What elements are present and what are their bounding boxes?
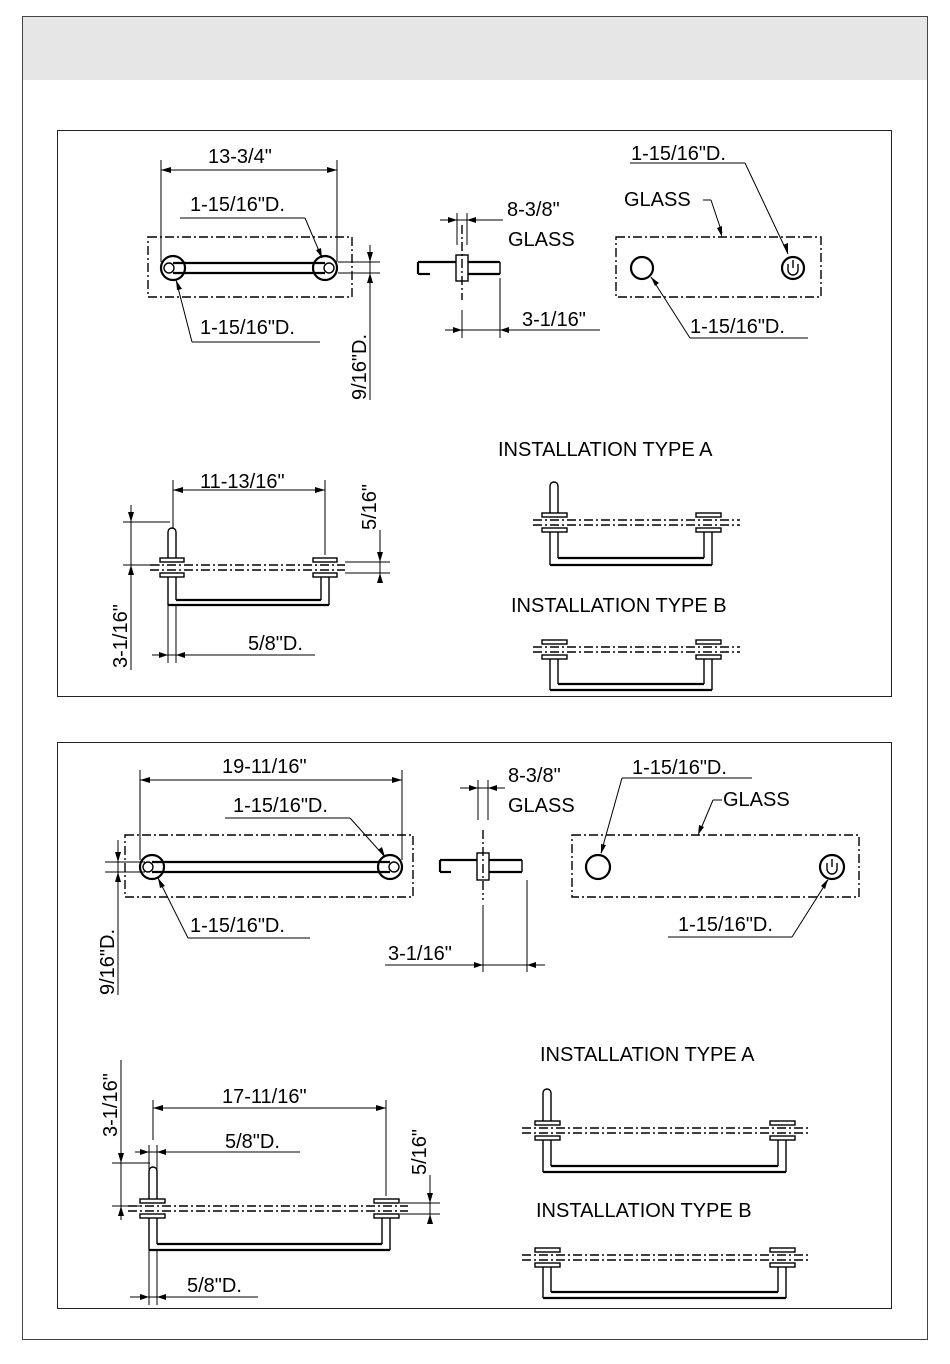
overall-width-label: 19-11/16" xyxy=(222,756,307,778)
glass-outline xyxy=(147,236,353,298)
glass-thickness-label: 8-3/8" xyxy=(508,765,561,787)
bottom-hole-dia-label: 1-15/16"D. xyxy=(190,915,285,937)
panel1-installation-a: INSTALLATION TYPE A xyxy=(498,439,740,567)
right-mount-hole xyxy=(376,853,404,881)
glass-hole-right xyxy=(780,255,806,281)
glass-label: GLASS xyxy=(508,229,575,251)
left-mount-hole xyxy=(138,853,166,881)
panel2-top-view: 19-11/16" 1-15/16"D. 1-15/16"D. 9/16"D. xyxy=(97,756,414,995)
top-hole-dia-label: 1-15/16"D. xyxy=(233,795,328,817)
glass-panel-outline xyxy=(615,236,822,298)
panel2-installation-b: INSTALLATION TYPE B xyxy=(522,1200,810,1300)
installation-b-title: INSTALLATION TYPE B xyxy=(536,1200,752,1222)
post-dia-label: 5/8"D. xyxy=(248,633,303,655)
glass-thickness-label: 8-3/8" xyxy=(507,199,560,221)
projection-label: 3-1/16" xyxy=(522,309,586,331)
installation-a-title: INSTALLATION TYPE A xyxy=(498,439,713,461)
glass-label: GLASS xyxy=(508,795,575,817)
glass-hole-left xyxy=(584,853,612,881)
glass-bottom-hole-label: 1-15/16"D. xyxy=(690,316,785,338)
glass-panel-outline xyxy=(571,834,860,898)
glass-view-label: GLASS xyxy=(723,789,790,811)
bar-dia-label: 9/16"D. xyxy=(97,929,119,995)
post-dia-bottom-label: 5/8"D. xyxy=(187,1275,242,1297)
left-mount-hole xyxy=(159,254,187,282)
page-border xyxy=(22,16,928,1340)
glass-view-label: GLASS xyxy=(624,189,691,211)
panel2-side-view: 8-3/8" GLASS 3-1/16" xyxy=(385,765,575,972)
panel2-front-view: 17-11/16" 3-1/16" 5/8"D. 5/16" 5/8"D. xyxy=(100,1060,440,1305)
overall-width-label: 13-3/4" xyxy=(208,146,272,168)
header-band xyxy=(23,17,927,80)
panel1-glass-view: 1-15/16"D. GLASS 1-15/16"D. xyxy=(615,143,822,339)
glass-outline xyxy=(124,834,414,898)
center-width-label: 17-11/16" xyxy=(222,1086,307,1108)
clearance-label: 5/16" xyxy=(409,1129,431,1175)
installation-b-title: INSTALLATION TYPE B xyxy=(511,595,727,617)
projection-label: 3-1/16" xyxy=(388,943,452,965)
panel1-front-view: 11-13/16" 5/16" 3-1/16" 5/8"D. xyxy=(110,471,390,670)
glass-hole-left xyxy=(629,255,655,281)
top-hole-dia-label: 1-15/16"D. xyxy=(190,194,285,216)
panel1-installation-b: INSTALLATION TYPE B xyxy=(511,595,740,692)
bar-dia-label: 9/16"D. xyxy=(349,334,371,400)
clearance-label: 5/16" xyxy=(359,484,381,530)
panel1-top-view: 13-3/4" 1-15/16"D. 1-15/16"D. 9/16"D. xyxy=(147,146,380,400)
post-dia-top-label: 5/8"D. xyxy=(225,1131,280,1153)
glass-hole-right xyxy=(818,853,846,881)
panel2-installation-a: INSTALLATION TYPE A xyxy=(522,1044,810,1174)
right-mount-hole xyxy=(311,254,339,282)
panel-19-11-16-frame xyxy=(57,742,892,1309)
panel1-side-view: 8-3/8" GLASS 3-1/16" xyxy=(416,199,600,338)
glass-top-hole-label: 1-15/16"D. xyxy=(631,143,726,165)
installation-a-title: INSTALLATION TYPE A xyxy=(540,1044,755,1066)
center-width-label: 11-13/16" xyxy=(200,471,285,493)
bottom-hole-dia-label: 1-15/16"D. xyxy=(200,317,295,339)
panel2-glass-view: 1-15/16"D. GLASS 1-15/16"D. xyxy=(571,757,860,938)
glass-top-hole-label: 1-15/16"D. xyxy=(632,757,727,779)
height-label: 3-1/16" xyxy=(110,604,132,668)
panel-13-3-4-frame xyxy=(57,130,892,697)
height-label: 3-1/16" xyxy=(100,1073,122,1137)
glass-bottom-hole-label: 1-15/16"D. xyxy=(678,914,773,936)
